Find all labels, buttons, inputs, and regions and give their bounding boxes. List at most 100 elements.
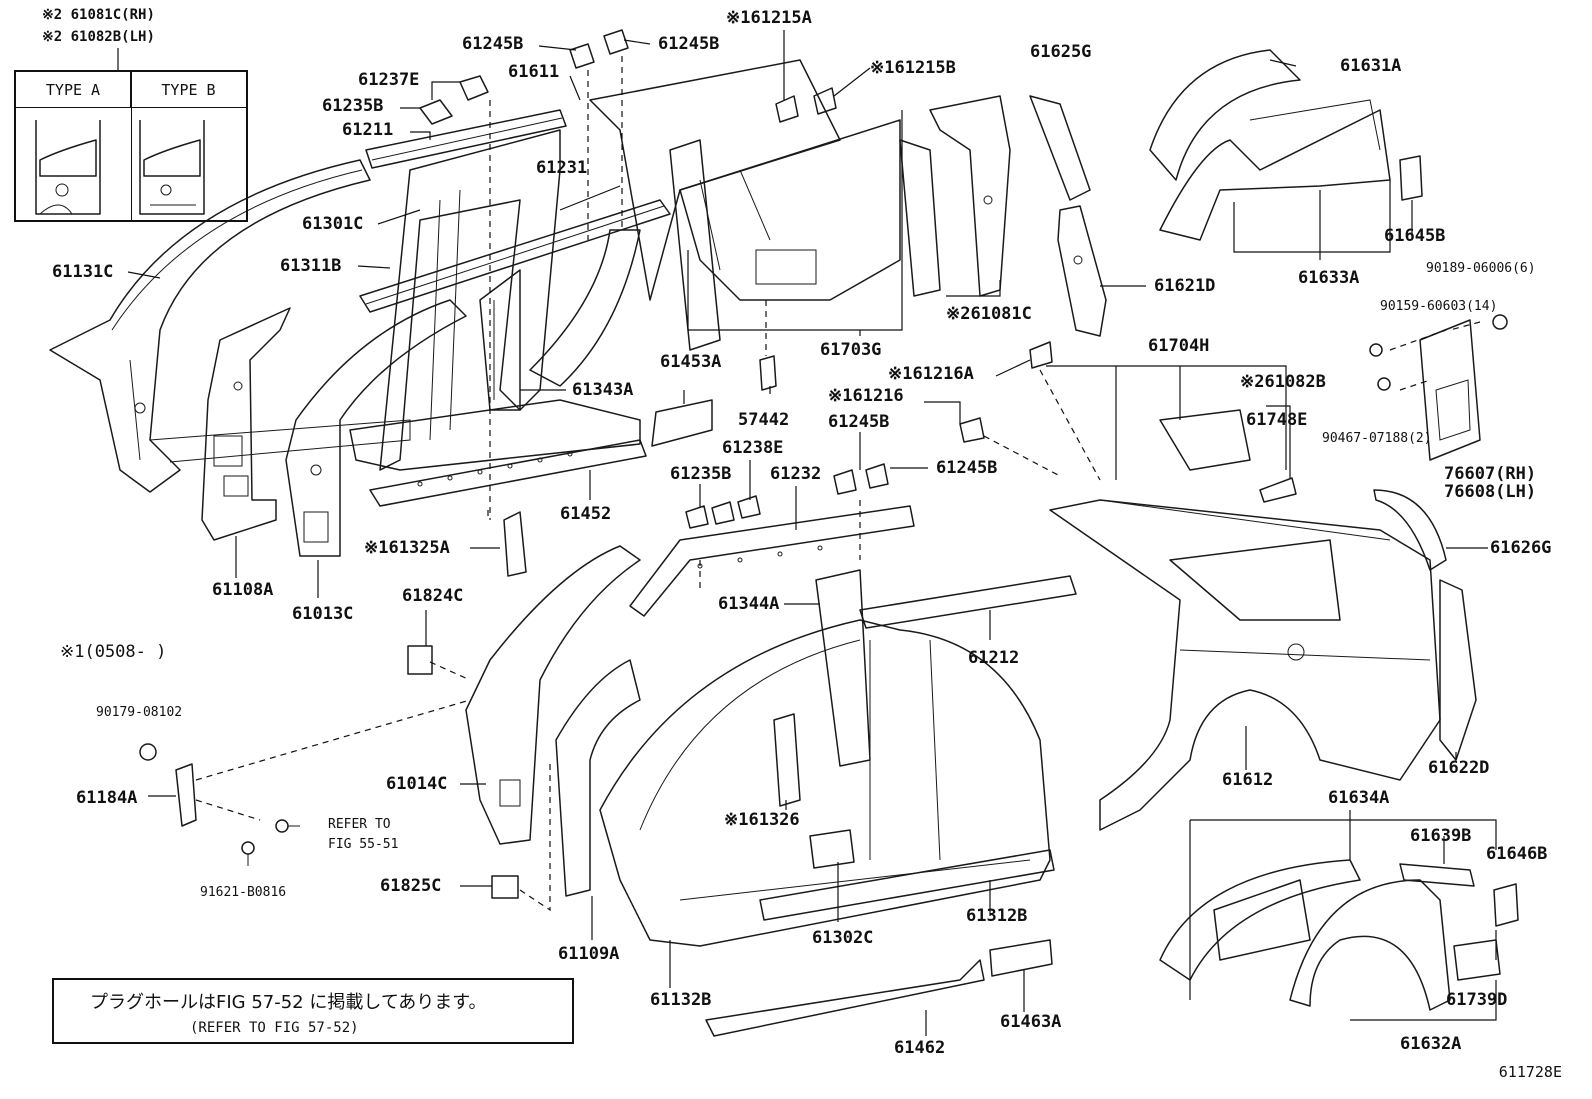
callout-61311b: 61311B xyxy=(280,256,342,276)
part-61625g xyxy=(1029,95,1091,201)
callout-261082b: ※261082B xyxy=(1240,372,1326,392)
part-61622d xyxy=(1439,579,1477,761)
callout-61014c: 61014C xyxy=(386,774,448,794)
callout-61238e: 61238E xyxy=(722,438,784,458)
clip-61235b-mid xyxy=(685,501,735,529)
part-61612 xyxy=(1049,499,1441,831)
bolt-icon-refer xyxy=(275,819,300,833)
part-61211 xyxy=(365,109,567,169)
type-b-sketch xyxy=(139,120,205,215)
type-divider xyxy=(131,72,132,220)
callout-61462: 61462 xyxy=(894,1038,946,1058)
part-76607 xyxy=(1419,319,1481,461)
part-61739d xyxy=(1453,939,1501,981)
callout-61237e: 61237E xyxy=(358,70,420,90)
part-61634a xyxy=(1159,859,1361,981)
type-a-label: TYPE A xyxy=(16,72,131,108)
callout-61626g: 61626G xyxy=(1490,538,1552,558)
part-61646b xyxy=(1493,883,1519,927)
callout-61453a: 61453A xyxy=(660,352,722,372)
part-61131c xyxy=(49,159,411,493)
bolt-icon-90159 xyxy=(1369,343,1383,357)
part-61611 xyxy=(589,59,901,301)
callout-76607: 76607(RH) xyxy=(1444,464,1537,484)
callout-61611: 61611 xyxy=(508,62,560,82)
callout-90159: 90159-60603(14) xyxy=(1380,299,1498,314)
callout-61245b-mid: 61245B xyxy=(828,412,890,432)
bolt-icon-90467 xyxy=(1377,377,1391,391)
clip-61245b-top xyxy=(569,29,629,69)
callout-61235b-mid: 61235B xyxy=(670,464,732,484)
callout-61108a: 61108A xyxy=(212,580,274,600)
part-161326 xyxy=(773,713,801,807)
callout-161216: ※161216 xyxy=(828,386,904,406)
callout-61703g: 61703G xyxy=(820,340,882,360)
part-61231 xyxy=(359,199,671,387)
type-a-sketch xyxy=(35,120,101,215)
callout-61235b-top: 61235B xyxy=(322,96,384,116)
callout-61646b: 61646B xyxy=(1486,844,1548,864)
part-61312b xyxy=(759,849,1055,921)
part-61343a xyxy=(479,269,521,411)
figure-code: 611728E xyxy=(1498,1063,1562,1081)
callout-61625g: 61625G xyxy=(1030,42,1092,62)
part-61632a xyxy=(1289,879,1451,1011)
part-61013c xyxy=(285,299,467,557)
callout-61184a: 61184A xyxy=(76,788,138,808)
callout-76608: 76608(LH) xyxy=(1444,482,1537,502)
callout-61634a: 61634A xyxy=(1328,788,1390,808)
clip-61237e xyxy=(459,75,489,101)
callout-161215b: ※161215B xyxy=(870,58,956,78)
type-note-line2: ※2 61082B(LH) xyxy=(42,29,155,45)
callout-90467: 90467-07188(2) xyxy=(1322,431,1432,446)
bolt-icon-91621 xyxy=(241,841,255,866)
part-61704h xyxy=(1159,409,1251,471)
bolt-icon-90189 xyxy=(1492,314,1508,330)
part-61452 xyxy=(349,399,647,507)
part-61212 xyxy=(859,575,1077,629)
part-61626g xyxy=(1373,489,1447,571)
clip-161216a xyxy=(1029,341,1053,369)
callout-61739d: 61739D xyxy=(1446,990,1508,1010)
callout-161215a: ※161215A xyxy=(726,8,812,28)
part-61109a xyxy=(555,659,641,897)
part-61232 xyxy=(629,505,915,617)
part-61631a xyxy=(1149,49,1301,181)
callout-161326: ※161326 xyxy=(724,810,800,830)
callout-61344a: 61344A xyxy=(718,594,780,614)
callout-61109a: 61109A xyxy=(558,944,620,964)
clip-61235b-top xyxy=(419,99,453,125)
callout-61301c: 61301C xyxy=(302,214,364,234)
callout-61245b-top-left: 61245B xyxy=(462,34,524,54)
callout-61132b: 61132B xyxy=(650,990,712,1010)
callout-61632a: 61632A xyxy=(1400,1034,1462,1054)
callout-61824c: 61824C xyxy=(402,586,464,606)
callout-61612: 61612 xyxy=(1222,770,1274,790)
part-61824c xyxy=(407,645,433,675)
callout-90189: 90189-06006(6) xyxy=(1426,261,1536,276)
callout-61131c: 61131C xyxy=(52,262,114,282)
clip-61245b-mid xyxy=(833,463,889,495)
part-61633a xyxy=(1159,99,1391,241)
part-61302c xyxy=(809,829,855,869)
callout-261081c: ※261081C xyxy=(946,304,1032,324)
callout-61645b: 61645B xyxy=(1384,226,1446,246)
part-57442 xyxy=(759,355,777,391)
callout-90179: 90179-08102 xyxy=(96,705,183,720)
part-61639b xyxy=(1399,863,1475,887)
callout-61312b: 61312B xyxy=(966,906,1028,926)
callout-161325a: ※161325A xyxy=(364,538,450,558)
callout-61452: 61452 xyxy=(560,504,612,524)
part-61825c xyxy=(491,875,519,899)
period-note: ※1(0508- ) xyxy=(60,642,167,662)
callout-61211: 61211 xyxy=(342,120,394,140)
refer-line2: FIG 55-51 xyxy=(328,837,399,852)
callout-61013c: 61013C xyxy=(292,604,354,624)
callout-61633a: 61633A xyxy=(1298,268,1360,288)
callout-91621: 91621-B0816 xyxy=(200,885,287,900)
callout-61622d: 61622D xyxy=(1428,758,1490,778)
callout-61631a: 61631A xyxy=(1340,56,1402,76)
callout-61621d: 61621D xyxy=(1154,276,1216,296)
